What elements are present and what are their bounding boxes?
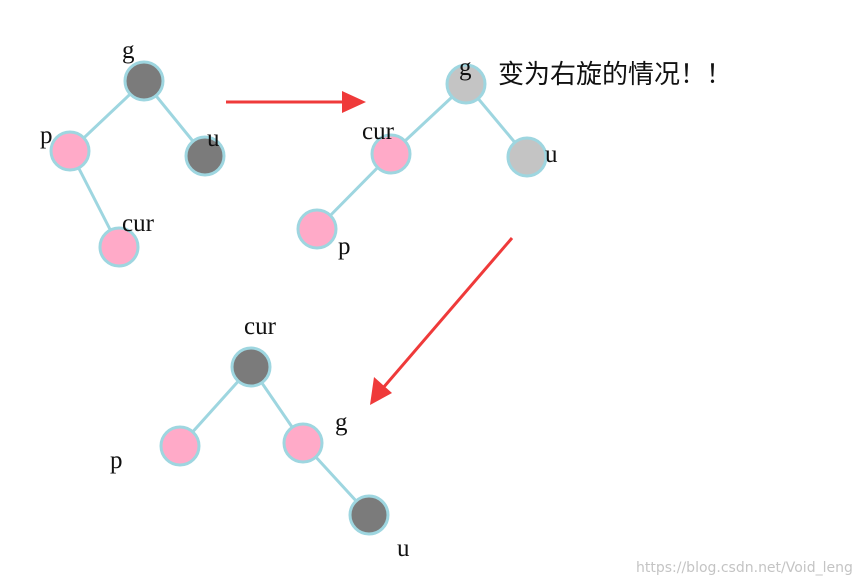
node-after-cur [230, 346, 272, 388]
node-label-after-u: u [397, 535, 410, 562]
node-after-u [348, 494, 390, 536]
node-after-p [159, 425, 201, 467]
node-label-after-p: p [110, 447, 123, 474]
node-label-middle-cur: cur [362, 118, 395, 145]
node-label-after-cur: cur [244, 313, 277, 340]
node-label-before-g: g [122, 37, 135, 64]
arrow-before-to-middle [226, 91, 366, 113]
watermark-text: https://blog.csdn.net/Void_leng [636, 560, 853, 576]
caption-text: 变为右旋的情况！！ [498, 60, 732, 90]
node-label-middle-g: g [459, 54, 472, 81]
node-after-g [282, 422, 324, 464]
node-before-g [123, 60, 165, 102]
node-middle-u [506, 136, 548, 178]
node-middle-cur [370, 133, 412, 175]
node-label-middle-p: p [338, 233, 351, 260]
node-label-before-u: u [207, 125, 220, 152]
arrow-middle-to-after [370, 237, 514, 405]
node-before-u [184, 135, 226, 177]
node-label-after-g: g [335, 409, 348, 436]
node-label-before-p: p [40, 122, 53, 149]
node-label-before-cur: cur [122, 210, 155, 237]
node-middle-p [296, 208, 338, 250]
node-label-middle-u: u [545, 141, 558, 168]
node-before-cur [98, 226, 140, 268]
node-before-p [49, 130, 91, 172]
node-middle-g [445, 63, 487, 105]
